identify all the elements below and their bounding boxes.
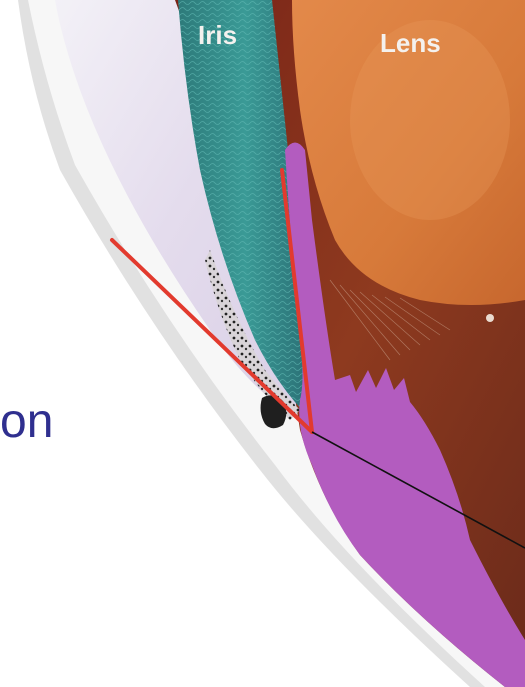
speck bbox=[486, 314, 494, 322]
iris-label: Iris bbox=[198, 20, 237, 50]
slide-text-fragment: on bbox=[0, 398, 53, 446]
lens-label: Lens bbox=[380, 28, 441, 58]
